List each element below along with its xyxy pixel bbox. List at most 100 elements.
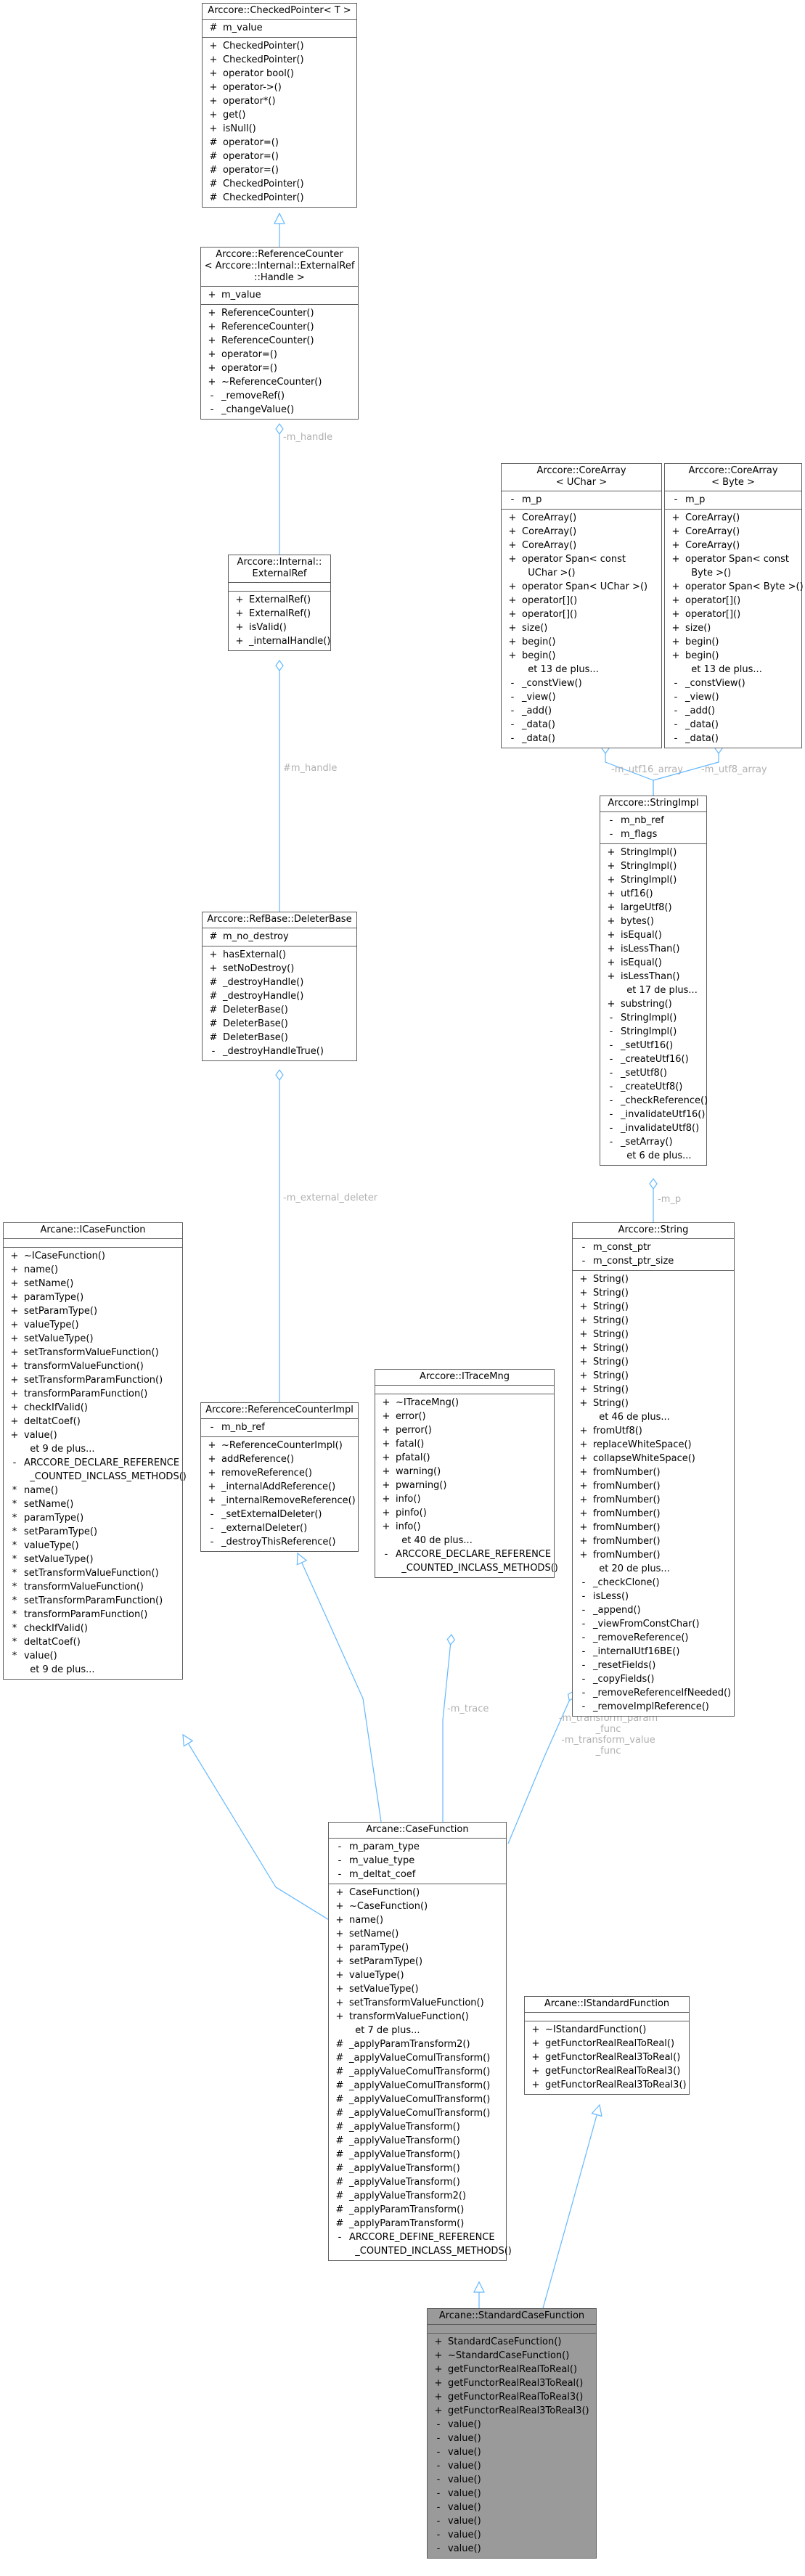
class-method: +setName() <box>329 1927 506 1941</box>
class-node-core-array-uchar[interactable]: Arccore::CoreArray< UChar >-m_p+CoreArra… <box>501 463 662 748</box>
class-node-icase-function[interactable]: Arcane::ICaseFunction+~ICaseFunction()+n… <box>3 1222 187 1680</box>
edge-external-ref-to-deleter-base: #m_handle <box>275 659 337 912</box>
edge-checked-pointer-to-reference-counter <box>274 212 285 247</box>
member-name: String() <box>593 1288 629 1299</box>
visibility-marker: + <box>508 637 517 647</box>
visibility-marker: # <box>209 977 218 988</box>
member-name: _data() <box>522 719 555 730</box>
class-node-string[interactable]: Arccore::String-m_const_ptr-m_const_ptr_… <box>572 1222 735 1717</box>
class-node-core-array-byte[interactable]: Arccore::CoreArray< Byte >-m_p+CoreArray… <box>664 463 804 748</box>
visibility-marker: + <box>579 1357 588 1367</box>
class-node-case-function[interactable]: Arcane::CaseFunction-m_param_type-m_valu… <box>328 1822 512 2261</box>
member-name: hasExternal() <box>223 949 287 960</box>
visibility-marker: # <box>335 2039 344 2050</box>
member-name: _COUNTED_INCLASS_METHODS() <box>349 2246 512 2257</box>
visibility-marker: + <box>607 875 616 886</box>
member-name: _data() <box>685 719 719 730</box>
class-method: +name() <box>329 1913 506 1927</box>
class-method: +getFunctorRealReal3ToReal() <box>428 2376 596 2390</box>
member-name: _removeImplReference() <box>593 1701 709 1712</box>
visibility-marker: + <box>671 623 680 634</box>
member-name: _constView() <box>685 678 745 689</box>
class-method: +~ICaseFunction() <box>4 1249 182 1263</box>
member-name: operator[]() <box>522 595 578 606</box>
class-title-line: Arccore::ReferenceCounter <box>216 249 343 260</box>
class-method: -_data() <box>502 732 661 745</box>
member-name: removeReference() <box>221 1468 312 1479</box>
class-title: Arcane::CaseFunction <box>329 1823 506 1839</box>
class-method: +setValueType() <box>329 1982 506 1996</box>
member-name: _setArray() <box>621 1137 673 1148</box>
member-name: _COUNTED_INCLASS_METHODS() <box>24 1471 187 1482</box>
member-name: ARCCORE_DECLARE_REFERENCE <box>396 1549 552 1560</box>
member-name: CheckedPointer() <box>223 54 304 65</box>
class-method: +~ReferenceCounter() <box>201 375 358 389</box>
class-node-standard-case-function[interactable]: Arcane::StandardCaseFunction+StandardCas… <box>427 2308 597 2559</box>
class-method: +fromNumber() <box>573 1479 734 1493</box>
class-node-ref-counter-impl[interactable]: Arccore::ReferenceCounterImpl-m_nb_ref+~… <box>200 1402 359 1552</box>
class-method: -_data() <box>665 732 801 745</box>
class-method: -StringImpl() <box>600 1011 706 1025</box>
class-method: +perror() <box>375 1423 554 1437</box>
visibility-marker: + <box>434 2364 443 2375</box>
visibility-marker: # <box>335 2094 344 2105</box>
class-method: +String() <box>573 1300 734 1314</box>
class-method: -_append() <box>573 1603 734 1617</box>
visibility-marker: + <box>671 637 680 647</box>
member-name: CheckedPointer() <box>223 192 304 203</box>
member-name: ExternalRef() <box>249 594 311 605</box>
inheritance-arrow-icon <box>296 1552 308 1566</box>
visibility-marker: + <box>10 1320 19 1330</box>
class-method: +transformValueFunction() <box>4 1359 182 1373</box>
member-name: fatal() <box>396 1439 425 1449</box>
class-method: +getFunctorRealReal3ToReal() <box>525 2050 689 2064</box>
class-node-itrace-mng[interactable]: Arccore::ITraceMng+~ITraceMng()+error()+… <box>375 1369 558 1578</box>
class-method: #_applyValueComulTransform() <box>329 2079 506 2093</box>
member-name: transformParamFunction() <box>24 1609 148 1620</box>
member-name: m_value <box>221 290 261 300</box>
visibility-marker: - <box>210 1537 214 1547</box>
member-name: DeleterBase() <box>223 1005 288 1015</box>
class-node-istandard-function[interactable]: Arcane::IStandardFunction+~IStandardFunc… <box>524 1996 690 2095</box>
class-node-deleter-base[interactable]: Arccore::RefBase::DeleterBase#m_no_destr… <box>202 912 357 1061</box>
class-node-reference-counter[interactable]: Arccore::ReferenceCounter< Arccore::Inte… <box>200 247 359 420</box>
class-title-line: Arccore::CoreArray <box>536 465 626 476</box>
visibility-marker: + <box>10 1306 19 1317</box>
member-name: isEqual() <box>621 930 662 941</box>
member-name: name() <box>349 1915 384 1926</box>
class-method: -_view() <box>665 690 801 704</box>
member-name: operator->() <box>223 82 282 93</box>
visibility-marker: + <box>208 322 216 332</box>
member-name: isLessThan() <box>621 971 680 982</box>
member-name: ~ITraceMng() <box>396 1397 459 1408</box>
visibility-marker: + <box>335 1942 344 1953</box>
class-node-external-ref[interactable]: Arccore::Internal::ExternalRef+ExternalR… <box>228 555 331 651</box>
edge-reference-counter-to-external-ref: -m_handle <box>275 422 332 555</box>
class-method: *setParamType() <box>4 1525 182 1539</box>
visibility-marker: + <box>10 1389 19 1399</box>
member-name: size() <box>522 623 548 634</box>
class-method: -value() <box>428 2487 596 2501</box>
class-node-checked-pointer[interactable]: Arccore::CheckedPointer< T >#m_value+Che… <box>202 3 357 208</box>
member-name: m_deltat_coef <box>349 1869 416 1880</box>
class-method: +~ITraceMng() <box>375 1396 554 1410</box>
class-attribute: -m_nb_ref <box>201 1420 358 1434</box>
member-name: replaceWhiteSpace() <box>593 1439 692 1450</box>
visibility-marker: + <box>10 1264 19 1275</box>
class-method: + operator[]() <box>502 594 661 608</box>
member-name: _applyValueComulTransform() <box>349 2066 491 2077</box>
class-method: #operator=() <box>203 136 356 150</box>
member-name: size() <box>685 623 711 634</box>
visibility-marker: + <box>382 1494 391 1505</box>
class-node-string-impl[interactable]: Arccore::StringImpl-m_nb_ref-m_flags+Str… <box>600 796 708 1166</box>
edge-label: -m_trace <box>447 1704 489 1714</box>
class-method: +ReferenceCounter() <box>201 334 358 348</box>
class-method: +CaseFunction() <box>329 1886 506 1900</box>
visibility-marker: + <box>335 1970 344 1981</box>
member-name: operator Span< Byte >() <box>685 581 804 592</box>
class-method: +_internalAddReference() <box>201 1480 358 1494</box>
class-method: +fromUtf8() <box>573 1424 734 1438</box>
composition-diamond-icon <box>275 422 284 436</box>
class-method: +setParamType() <box>4 1304 182 1318</box>
visibility-marker: + <box>508 595 517 606</box>
